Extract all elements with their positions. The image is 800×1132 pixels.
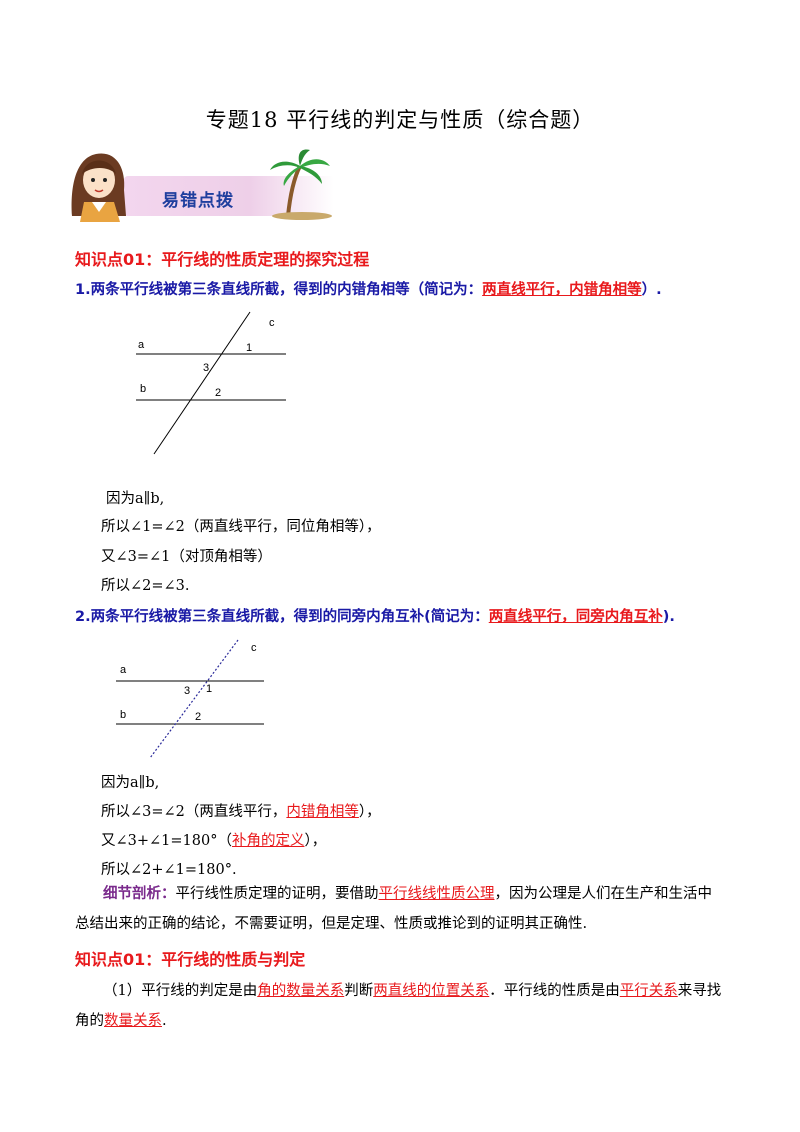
palm-tree-illustration	[270, 149, 332, 220]
theorem-2-summary: 两直线平行，同旁内角互补	[488, 609, 663, 625]
proof-1-line-3: 又∠3=∠1（对顶角相等）	[101, 549, 272, 565]
section-heading-1: 知识点01：平行线的性质定理的探究过程	[75, 250, 370, 269]
para-highlight-1: 角的数量关系	[257, 983, 345, 999]
page-title: 专题18 平行线的判定与性质（综合题）	[205, 108, 595, 132]
proof-2-line-3-end: ），	[304, 833, 327, 849]
label-a: a	[120, 664, 127, 676]
section-2-paragraph: （1）平行线的判定是由角的数量关系判断两直线的位置关系．平行线的性质是由平行关系…	[75, 976, 725, 1036]
section-banner: 易错点拨	[66, 146, 336, 222]
proof-1-line-2: 所以∠1=∠2（两直线平行，同位角相等），	[101, 519, 381, 535]
theorem-1: 1.两条平行线被第三条直线所截，得到的内错角相等（简记为：两直线平行，内错角相等…	[75, 278, 662, 299]
label-c: c	[251, 642, 257, 654]
proof-1-line-1: 因为a∥b,	[106, 491, 165, 507]
proof-2-line-2-end: ），	[358, 804, 381, 820]
girl-illustration	[71, 153, 126, 222]
label-a: a	[138, 339, 145, 351]
proof-2-line-1: 因为a∥b,	[101, 775, 160, 791]
label-b: b	[140, 383, 146, 395]
theorem-1-suffix: ）.	[641, 282, 662, 298]
transversal-c	[149, 639, 239, 759]
para-text-1: （1）平行线的判定是由	[103, 983, 258, 999]
para-text-5: .	[162, 1013, 167, 1029]
para-highlight-3: 平行关系	[619, 983, 678, 999]
figure-2-parallel-lines: a b c 1 2 3	[116, 639, 264, 759]
label-b: b	[120, 709, 126, 721]
proof-2-line-4: 所以∠2+∠1=180°.	[101, 862, 237, 878]
angle-2-label: 2	[215, 387, 221, 399]
para-highlight-4: 数量关系	[104, 1013, 162, 1029]
angle-3-label: 3	[184, 685, 190, 697]
proof-2-line-3-text: 又∠3+∠1=180°（	[101, 833, 232, 849]
theorem-2-text: 2.两条平行线被第三条直线所截，得到的同旁内角互补(简记为：	[75, 609, 489, 625]
para-highlight-2: 两直线的位置关系	[373, 983, 490, 999]
angle-3-label: 3	[203, 362, 209, 374]
proof-2-line-3-reason: 补角的定义	[231, 833, 305, 849]
banner-label: 易错点拨	[162, 191, 234, 211]
banner-illustration	[71, 149, 334, 222]
theorem-1-text: 1.两条平行线被第三条直线所截，得到的内错角相等（简记为：	[75, 282, 483, 298]
proof-2-line-2-reason: 内错角相等	[286, 804, 359, 820]
transversal-c	[153, 311, 251, 455]
proof-2-line-3: 又∠3+∠1=180°（补角的定义），	[101, 829, 326, 850]
figure-1-parallel-lines: a b c 1 2 3	[136, 311, 286, 455]
label-c: c	[269, 317, 275, 329]
proof-2-line-2-text: 所以∠3=∠2（两直线平行，	[101, 804, 287, 820]
detail-analysis: 细节剖析：平行线性质定理的证明，要借助平行线线性质公理，因为公理是人们在生产和生…	[75, 879, 725, 939]
theorem-2: 2.两条平行线被第三条直线所截，得到的同旁内角互补(简记为：两直线平行，同旁内角…	[75, 605, 675, 626]
angle-1-label: 1	[246, 342, 252, 354]
angle-2-label: 2	[195, 711, 201, 723]
proof-2-line-2: 所以∠3=∠2（两直线平行，内错角相等），	[101, 800, 381, 821]
para-text-3: ．平行线的性质是由	[489, 983, 620, 999]
para-text-4: 来寻找角的	[75, 983, 722, 1029]
theorem-2-suffix: ).	[662, 609, 675, 625]
section-heading-2: 知识点01：平行线的性质与判定	[75, 950, 306, 969]
angle-1-label: 1	[206, 683, 212, 695]
detail-label: 细节剖析：	[103, 885, 176, 902]
para-text-2: 判断	[344, 983, 374, 999]
theorem-1-summary: 两直线平行，内错角相等	[482, 282, 642, 298]
detail-text-2: ，因为公理是人们在生产和生活中总结出来的正确的结论，不需要证明，但是定理、性质或…	[75, 886, 712, 932]
detail-highlight: 平行线线性质公理	[378, 886, 495, 902]
proof-1-line-4: 所以∠2=∠3.	[101, 578, 190, 594]
detail-text-1: 平行线性质定理的证明，要借助	[175, 886, 379, 902]
